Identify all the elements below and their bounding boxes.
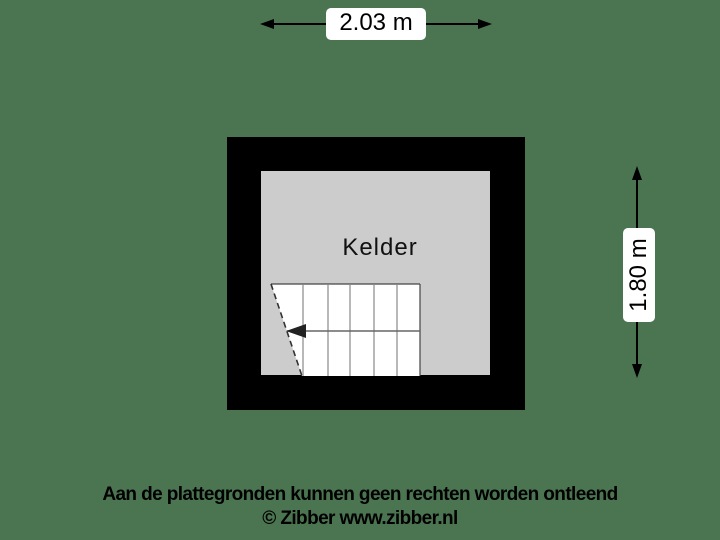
disclaimer-text: Aan de plattegronden kunnen geen rechten… xyxy=(102,484,618,505)
copyright-text: © Zibber www.zibber.nl xyxy=(262,508,458,529)
height-dimension-label: 1.80 m xyxy=(623,228,655,322)
width-dimension-label: 2.03 m xyxy=(326,8,426,40)
room-label: Kelder xyxy=(342,234,418,261)
staircase xyxy=(270,283,421,377)
stair-direction-arrow-icon xyxy=(286,324,306,338)
width-dimension-text: 2.03 m xyxy=(339,9,413,36)
height-dimension-text: 1.80 m xyxy=(625,238,652,312)
